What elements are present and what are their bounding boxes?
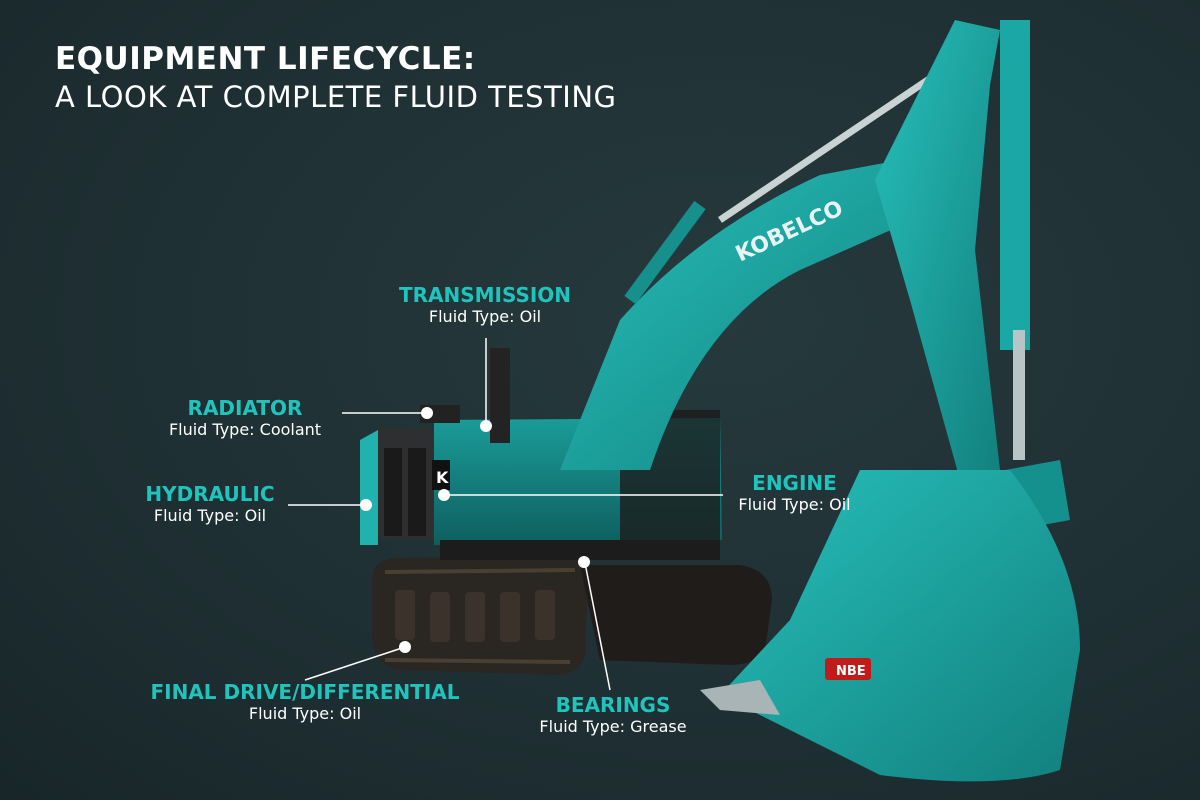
- callout-name: BEARINGS: [555, 693, 671, 717]
- leader-lines: [288, 338, 723, 691]
- callout-bearings: BEARINGS Fluid Type: Grease: [518, 693, 708, 737]
- engine-dot: [438, 489, 450, 501]
- callout-name: ENGINE: [752, 471, 837, 495]
- callout-engine: ENGINE Fluid Type: Oil: [722, 471, 867, 515]
- callout-fluid: Fluid Type: Oil: [738, 495, 851, 514]
- callout-name: RADIATOR: [187, 396, 303, 420]
- final-drive-dot: [399, 641, 411, 653]
- boom: KOBELCO: [560, 62, 952, 470]
- radiator-dot: [421, 407, 433, 419]
- callout-transmission: TRANSMISSION Fluid Type: Oil: [390, 283, 580, 327]
- callout-dots: [360, 407, 590, 653]
- bucket-sticker: NBE: [836, 664, 866, 679]
- title-block: EQUIPMENT LIFECYCLE: A LOOK AT COMPLETE …: [55, 40, 617, 116]
- callout-radiator: RADIATOR Fluid Type: Coolant: [145, 396, 345, 440]
- callout-fluid: Fluid Type: Grease: [539, 717, 687, 736]
- callout-hydraulic: HYDRAULIC Fluid Type: Oil: [135, 482, 285, 526]
- bucket: NBE: [700, 470, 1080, 782]
- callout-fluid: Fluid Type: Oil: [153, 506, 267, 525]
- hydraulic-dot: [360, 499, 372, 511]
- callout-fluid: Fluid Type: Coolant: [168, 420, 322, 439]
- callout-name: HYDRAULIC: [145, 482, 275, 506]
- transmission-dot: [480, 420, 492, 432]
- callout-fluid: Fluid Type: Oil: [428, 307, 542, 326]
- cab-badge: K: [436, 468, 449, 487]
- callout-final-drive: FINAL DRIVE/DIFFERENTIAL Fluid Type: Oil: [145, 680, 465, 724]
- callout-name: FINAL DRIVE/DIFFERENTIAL: [150, 680, 460, 704]
- title-heading: EQUIPMENT LIFECYCLE:: [55, 41, 476, 77]
- bearings-dot: [578, 556, 590, 568]
- title-subheading: A LOOK AT COMPLETE FLUID TESTING: [55, 80, 617, 114]
- tracks: [372, 556, 772, 675]
- callout-name: TRANSMISSION: [398, 283, 572, 307]
- callout-fluid: Fluid Type: Oil: [248, 704, 362, 723]
